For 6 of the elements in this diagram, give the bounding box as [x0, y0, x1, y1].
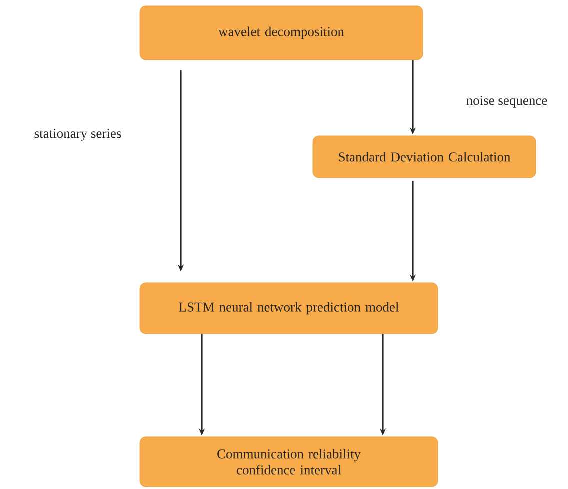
edge-label: noise sequence — [465, 95, 549, 109]
process-box: LSTM neural network prediction model — [140, 282, 438, 334]
edge-label: stationary series — [33, 128, 123, 142]
process-box: Communication reliability confidence interval — [140, 436, 438, 488]
process-box: wavelet decomposition — [140, 6, 424, 60]
process-box: Standard Deviation Calculation — [312, 136, 536, 178]
